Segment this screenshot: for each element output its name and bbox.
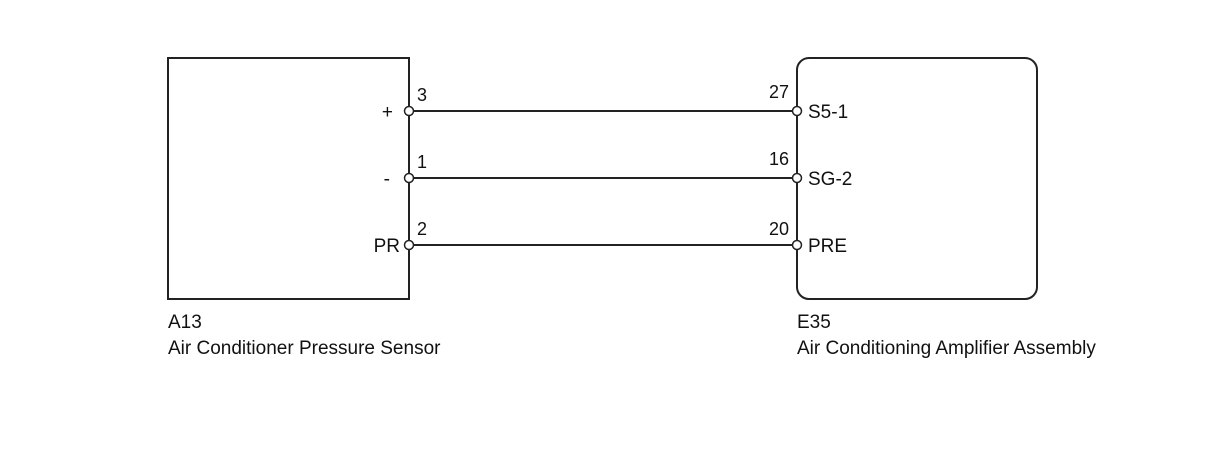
terminal-left-2 bbox=[403, 239, 415, 251]
left-component-code: A13 bbox=[168, 312, 202, 333]
right-component-code: E35 bbox=[797, 312, 831, 333]
left-pin-3: 3 bbox=[417, 85, 427, 105]
right-pin-16: 16 bbox=[769, 149, 789, 169]
terminal-right-16 bbox=[791, 172, 803, 184]
left-signal-minus: - bbox=[384, 169, 390, 190]
terminal-right-20 bbox=[791, 239, 803, 251]
right-pin-27: 27 bbox=[769, 82, 789, 102]
terminal-left-3 bbox=[403, 105, 415, 117]
right-pin-20: 20 bbox=[769, 219, 789, 239]
right-signal-sg-2: SG-2 bbox=[808, 169, 852, 190]
right-signal-pre: PRE bbox=[808, 236, 847, 257]
terminal-left-1 bbox=[403, 172, 415, 184]
terminal-right-27 bbox=[791, 105, 803, 117]
left-pin-2: 2 bbox=[417, 219, 427, 239]
left-signal-plus: + bbox=[382, 102, 393, 123]
left-component-name: Air Conditioner Pressure Sensor bbox=[168, 338, 441, 359]
left-signal-pr: PR bbox=[374, 236, 400, 257]
right-signal-s5-1: S5-1 bbox=[808, 102, 848, 123]
right-component-name: Air Conditioning Amplifier Assembly bbox=[797, 338, 1096, 359]
left-pin-1: 1 bbox=[417, 152, 427, 172]
pressure-sensor-box bbox=[167, 57, 410, 300]
